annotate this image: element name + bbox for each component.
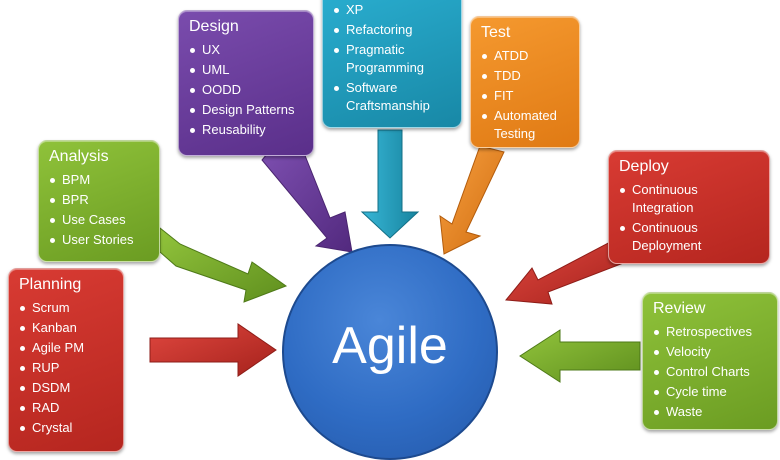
test-list: ATDD TDD FIT Automated Testing: [481, 47, 569, 143]
analysis-list: BPM BPR Use Cases User Stories: [49, 171, 149, 249]
review-list: Retrospectives Velocity Control Charts C…: [653, 323, 767, 421]
list-item: Agile PM: [19, 339, 113, 357]
list-item: Automated Testing: [481, 107, 569, 143]
development-box: XP Refactoring Pragmatic Programming Sof…: [322, 0, 462, 128]
list-item: TDD: [481, 67, 569, 85]
list-item: Reusability: [189, 121, 303, 139]
review-arrow: [519, 329, 641, 383]
list-item: Continuous Integration: [619, 181, 718, 217]
analysis-arrow: [159, 226, 288, 303]
list-item: Crystal: [19, 419, 113, 437]
list-item: DSDM: [19, 379, 113, 397]
list-item: BPM: [49, 171, 149, 189]
list-item: UML: [189, 61, 303, 79]
design-arrow: [261, 147, 353, 253]
list-item: RAD: [19, 399, 113, 417]
agile-center-circle: Agile: [282, 244, 498, 460]
list-item: Pragmatic Programming: [333, 41, 451, 77]
deploy-arrow: [505, 239, 627, 305]
list-item: RUP: [19, 359, 113, 377]
list-item: Cycle time: [653, 383, 767, 401]
design-title: Design: [189, 18, 239, 35]
list-item: Scrum: [19, 299, 113, 317]
test-arrow: [439, 145, 505, 255]
deploy-list: Continuous Integration Continuous Deploy…: [619, 181, 759, 255]
test-box: Test ATDD TDD FIT Automated Testing: [470, 16, 580, 148]
list-item: Design Patterns: [189, 101, 303, 119]
test-title: Test: [481, 24, 511, 41]
list-item: Kanban: [19, 319, 113, 337]
list-item: User Stories: [49, 231, 149, 249]
list-item: Software Craftsmanship: [333, 79, 451, 115]
design-box: Design UX UML OODD Design Patterns Reusa…: [178, 10, 314, 156]
development-arrow: [360, 129, 420, 239]
agile-label: Agile: [332, 317, 448, 375]
planning-box: Planning Scrum Kanban Agile PM RUP DSDM …: [8, 268, 124, 452]
list-item: FIT: [481, 87, 569, 105]
list-item: XP: [333, 1, 451, 19]
analysis-box: Analysis BPM BPR Use Cases User Stories: [38, 140, 160, 262]
list-item: BPR: [49, 191, 149, 209]
planning-list: Scrum Kanban Agile PM RUP DSDM RAD Cryst…: [19, 299, 113, 437]
deploy-box: Deploy Continuous Integration Continuous…: [608, 150, 770, 264]
list-item: ATDD: [481, 47, 569, 65]
list-item: Waste: [653, 403, 767, 421]
planning-title: Planning: [19, 276, 82, 293]
list-item: Retrospectives: [653, 323, 767, 341]
list-item: Control Charts: [653, 363, 767, 381]
list-item: Velocity: [653, 343, 767, 361]
list-item: Continuous Deployment: [619, 219, 718, 255]
review-box: Review Retrospectives Velocity Control C…: [642, 292, 778, 430]
arrows-layer: [149, 129, 641, 383]
list-item: Use Cases: [49, 211, 149, 229]
list-item: OODD: [189, 81, 303, 99]
planning-arrow: [149, 323, 277, 377]
design-list: UX UML OODD Design Patterns Reusability: [189, 41, 303, 139]
analysis-title: Analysis: [49, 148, 109, 165]
list-item: UX: [189, 41, 303, 59]
development-list: XP Refactoring Pragmatic Programming Sof…: [333, 1, 451, 115]
list-item: Refactoring: [333, 21, 451, 39]
review-title: Review: [653, 300, 706, 317]
deploy-title: Deploy: [619, 158, 669, 175]
